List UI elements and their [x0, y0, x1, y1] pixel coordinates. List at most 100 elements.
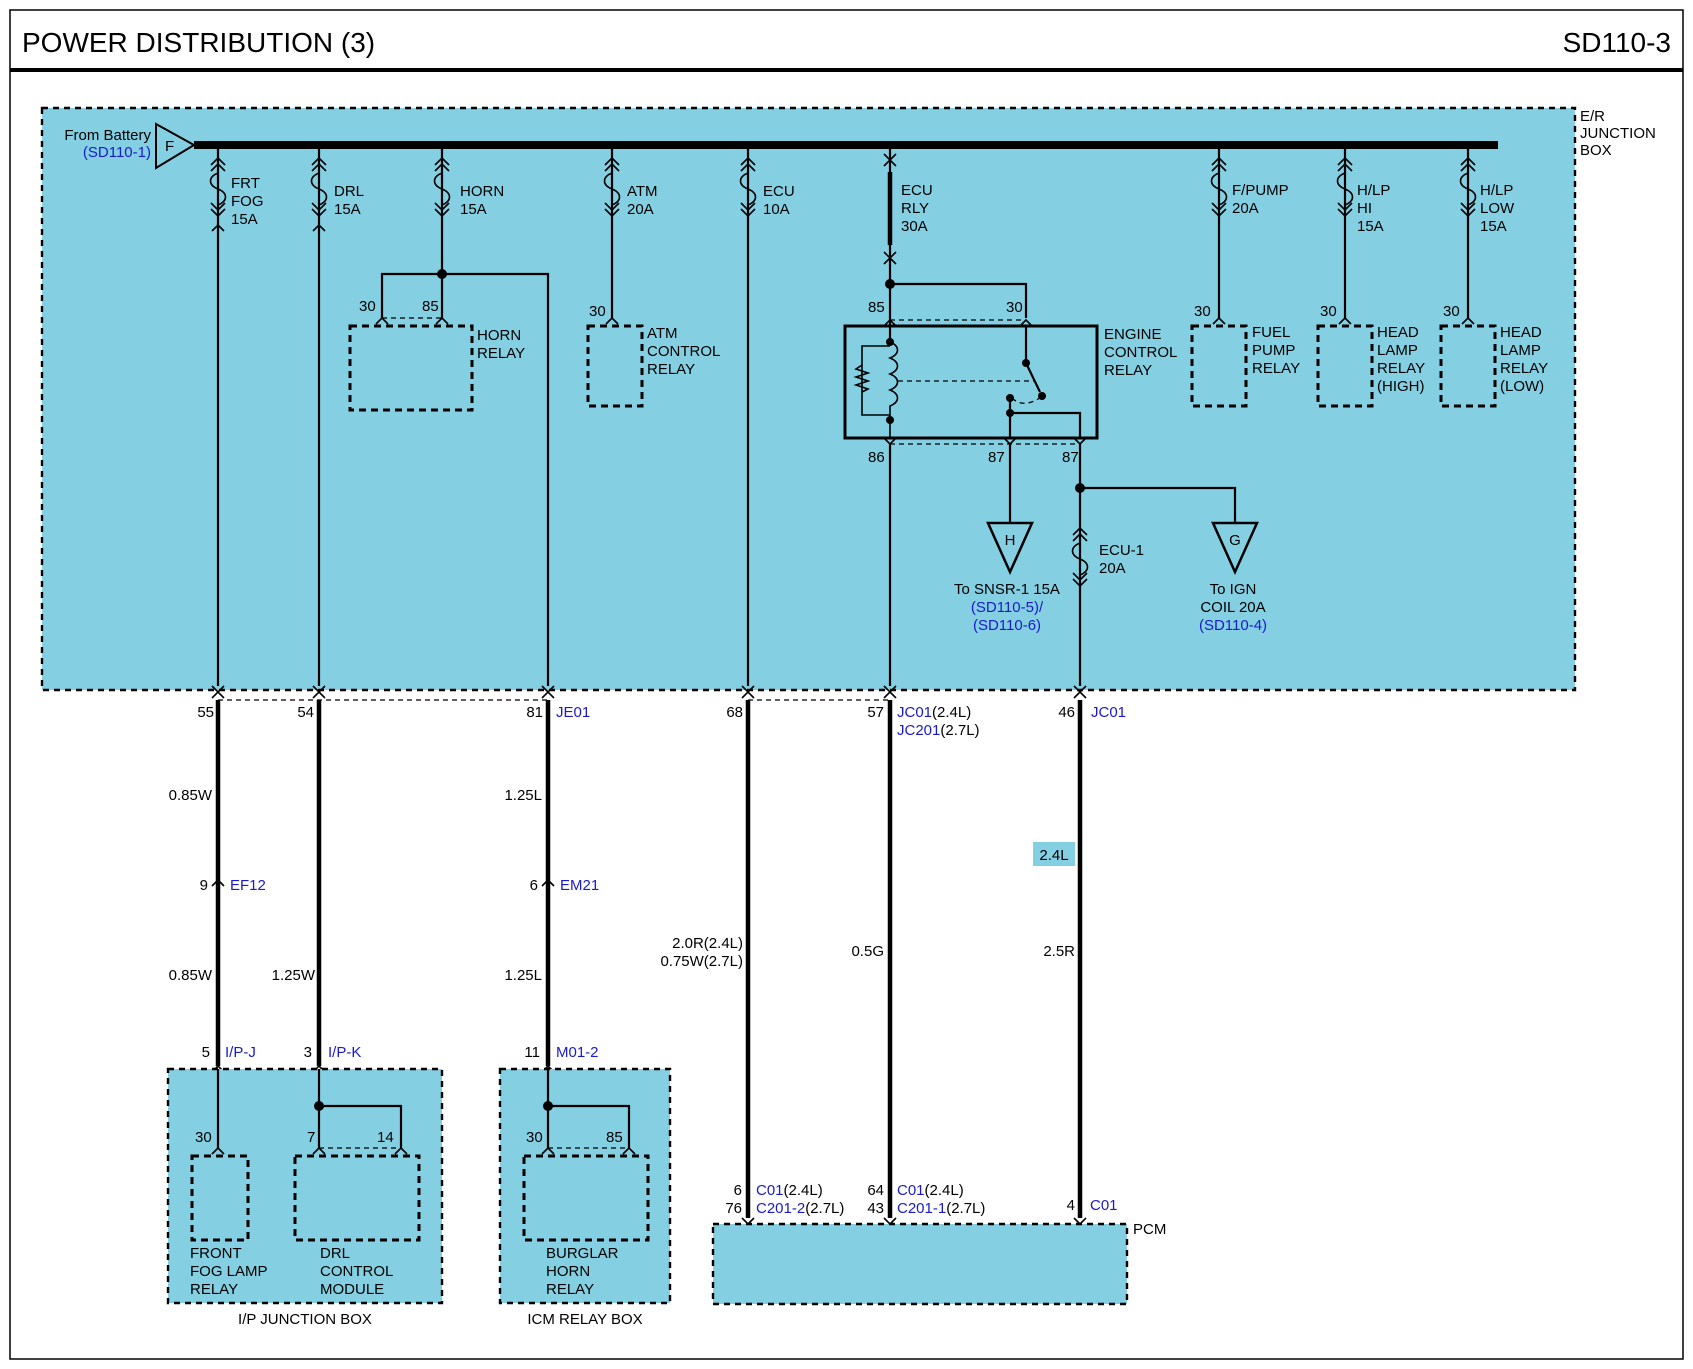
- relay-label: LAMP: [1500, 342, 1541, 359]
- fuse-label: 30A: [901, 218, 928, 235]
- engine-control-relay: [843, 324, 1099, 440]
- pin-label: 5: [202, 1044, 210, 1061]
- front-fog-lamp-relay: [190, 1154, 250, 1242]
- pin-label: 43: [867, 1200, 884, 1217]
- fuse-label: 15A: [1480, 218, 1507, 235]
- pin-label: 81: [526, 704, 543, 721]
- connector-label: C01(2.4L): [756, 1182, 823, 1199]
- page-code: SD110-3: [1563, 27, 1671, 58]
- box-label: I/P JUNCTION BOX: [238, 1311, 372, 1328]
- er-box-label: BOX: [1580, 142, 1612, 159]
- pin-label: 76: [725, 1200, 742, 1217]
- horn-relay: [348, 324, 474, 412]
- fuse-label: 20A: [627, 201, 654, 218]
- relay-label: RELAY: [1104, 362, 1152, 379]
- pin-label: 85: [422, 298, 439, 315]
- offpage-letter: H: [1005, 532, 1016, 549]
- fuse-label: HI: [1357, 200, 1372, 217]
- connector-label: C01(2.4L): [897, 1182, 964, 1199]
- pin-label: 30: [1006, 299, 1023, 316]
- relay-label: (LOW): [1500, 378, 1544, 395]
- connector-label: C201-1(2.7L): [897, 1200, 985, 1217]
- fuse-label: F/PUMP: [1232, 182, 1289, 199]
- relay-label: PUMP: [1252, 342, 1295, 359]
- relay-label: FUEL: [1252, 324, 1290, 341]
- pin-label: 3: [304, 1044, 312, 1061]
- atm-control-relay: [586, 324, 644, 408]
- wire-label: 1.25W: [272, 967, 316, 984]
- relay-label: RELAY: [190, 1281, 238, 1298]
- page-title: POWER DISTRIBUTION (3): [22, 27, 375, 58]
- pin-label: 30: [1443, 303, 1460, 320]
- fuse-label: 20A: [1099, 560, 1126, 577]
- pin-label: 46: [1058, 704, 1075, 721]
- relay-label: HEAD: [1500, 324, 1542, 341]
- fuse-label: HORN: [460, 183, 504, 200]
- fuse-label: ATM: [627, 183, 658, 200]
- battery-ref: (SD110-1): [83, 144, 151, 161]
- page-border: [9, 9, 1684, 1360]
- offpage-g-icon: [1211, 521, 1259, 576]
- pin-label: 4: [1067, 1197, 1075, 1214]
- relay-label: BURGLAR: [546, 1245, 619, 1262]
- relay-switch-icon: [898, 326, 1082, 438]
- pin-label: 30: [359, 298, 376, 315]
- wire-label: 2.5R: [1043, 943, 1075, 960]
- connector-label: EF12: [230, 877, 266, 894]
- variant-tag-label: 2.4L: [1039, 847, 1068, 864]
- offpage-ref: (SD110-4): [1199, 617, 1267, 634]
- box-label: ICM RELAY BOX: [527, 1311, 642, 1328]
- fuse-label: ECU: [901, 182, 933, 199]
- pcm-box: [711, 1222, 1129, 1306]
- offpage-ref: (SD110-6): [973, 617, 1041, 634]
- ip-junction-box: [166, 1067, 444, 1305]
- offpage-label: To SNSR-1 15A: [954, 581, 1060, 598]
- connector-label: JE01: [556, 704, 590, 721]
- connector-label: C01: [1090, 1197, 1118, 1214]
- wire-label: 0.5G: [851, 943, 884, 960]
- relay-label: CONTROL: [647, 343, 720, 360]
- relay-label: RELAY: [647, 361, 695, 378]
- offpage-label: To IGN: [1210, 581, 1257, 598]
- relay-label: FRONT: [190, 1245, 242, 1262]
- connector-label: JC01(2.4L): [897, 704, 971, 721]
- fuse-label: H/LP: [1480, 182, 1513, 199]
- pin-label: 7: [307, 1129, 315, 1146]
- fuse-label: LOW: [1480, 200, 1515, 217]
- fuse-label: FOG: [231, 193, 264, 210]
- relay-label: HORN: [477, 327, 521, 344]
- pin-label: 30: [1320, 303, 1337, 320]
- er-box-label: JUNCTION: [1580, 125, 1656, 142]
- head-lamp-relay-high: [1316, 324, 1374, 408]
- pin-label: 55: [197, 704, 214, 721]
- relay-label: CONTROL: [320, 1263, 393, 1280]
- battery-label: From Battery: [64, 127, 151, 144]
- lower-harness-wires: [215, 700, 1083, 1218]
- burglar-horn-relay: [522, 1154, 650, 1242]
- wire-label: 0.85W: [169, 787, 213, 804]
- fuse-label: 15A: [1357, 218, 1384, 235]
- pin-label: 6: [530, 877, 538, 894]
- pin-label: 87: [1062, 449, 1079, 466]
- relay-label: RELAY: [1377, 360, 1425, 377]
- pin-label: 57: [867, 704, 884, 721]
- connector-label: I/P-K: [328, 1044, 361, 1061]
- fuse-label: 20A: [1232, 200, 1259, 217]
- relay-label: ATM: [647, 325, 678, 342]
- pin-label: 85: [606, 1129, 623, 1146]
- er-box-label: E/R: [1580, 108, 1605, 125]
- fuse-label: 15A: [231, 211, 258, 228]
- pcm-label: PCM: [1133, 1221, 1166, 1238]
- pin-label: 6: [734, 1182, 742, 1199]
- pin-label: 86: [868, 449, 885, 466]
- fuse-label: ECU: [763, 183, 795, 200]
- pin-label: 68: [726, 704, 743, 721]
- pin-label: 87: [988, 449, 1005, 466]
- offpage-ref: (SD110-5)/: [971, 599, 1044, 616]
- fuel-pump-relay: [1190, 324, 1248, 408]
- offpage-h-icon: [986, 521, 1034, 576]
- pin-label: 11: [524, 1044, 540, 1061]
- drl-control-module: [293, 1154, 421, 1242]
- relay-coil-icon: [853, 326, 899, 438]
- fuse-label: 15A: [460, 201, 487, 218]
